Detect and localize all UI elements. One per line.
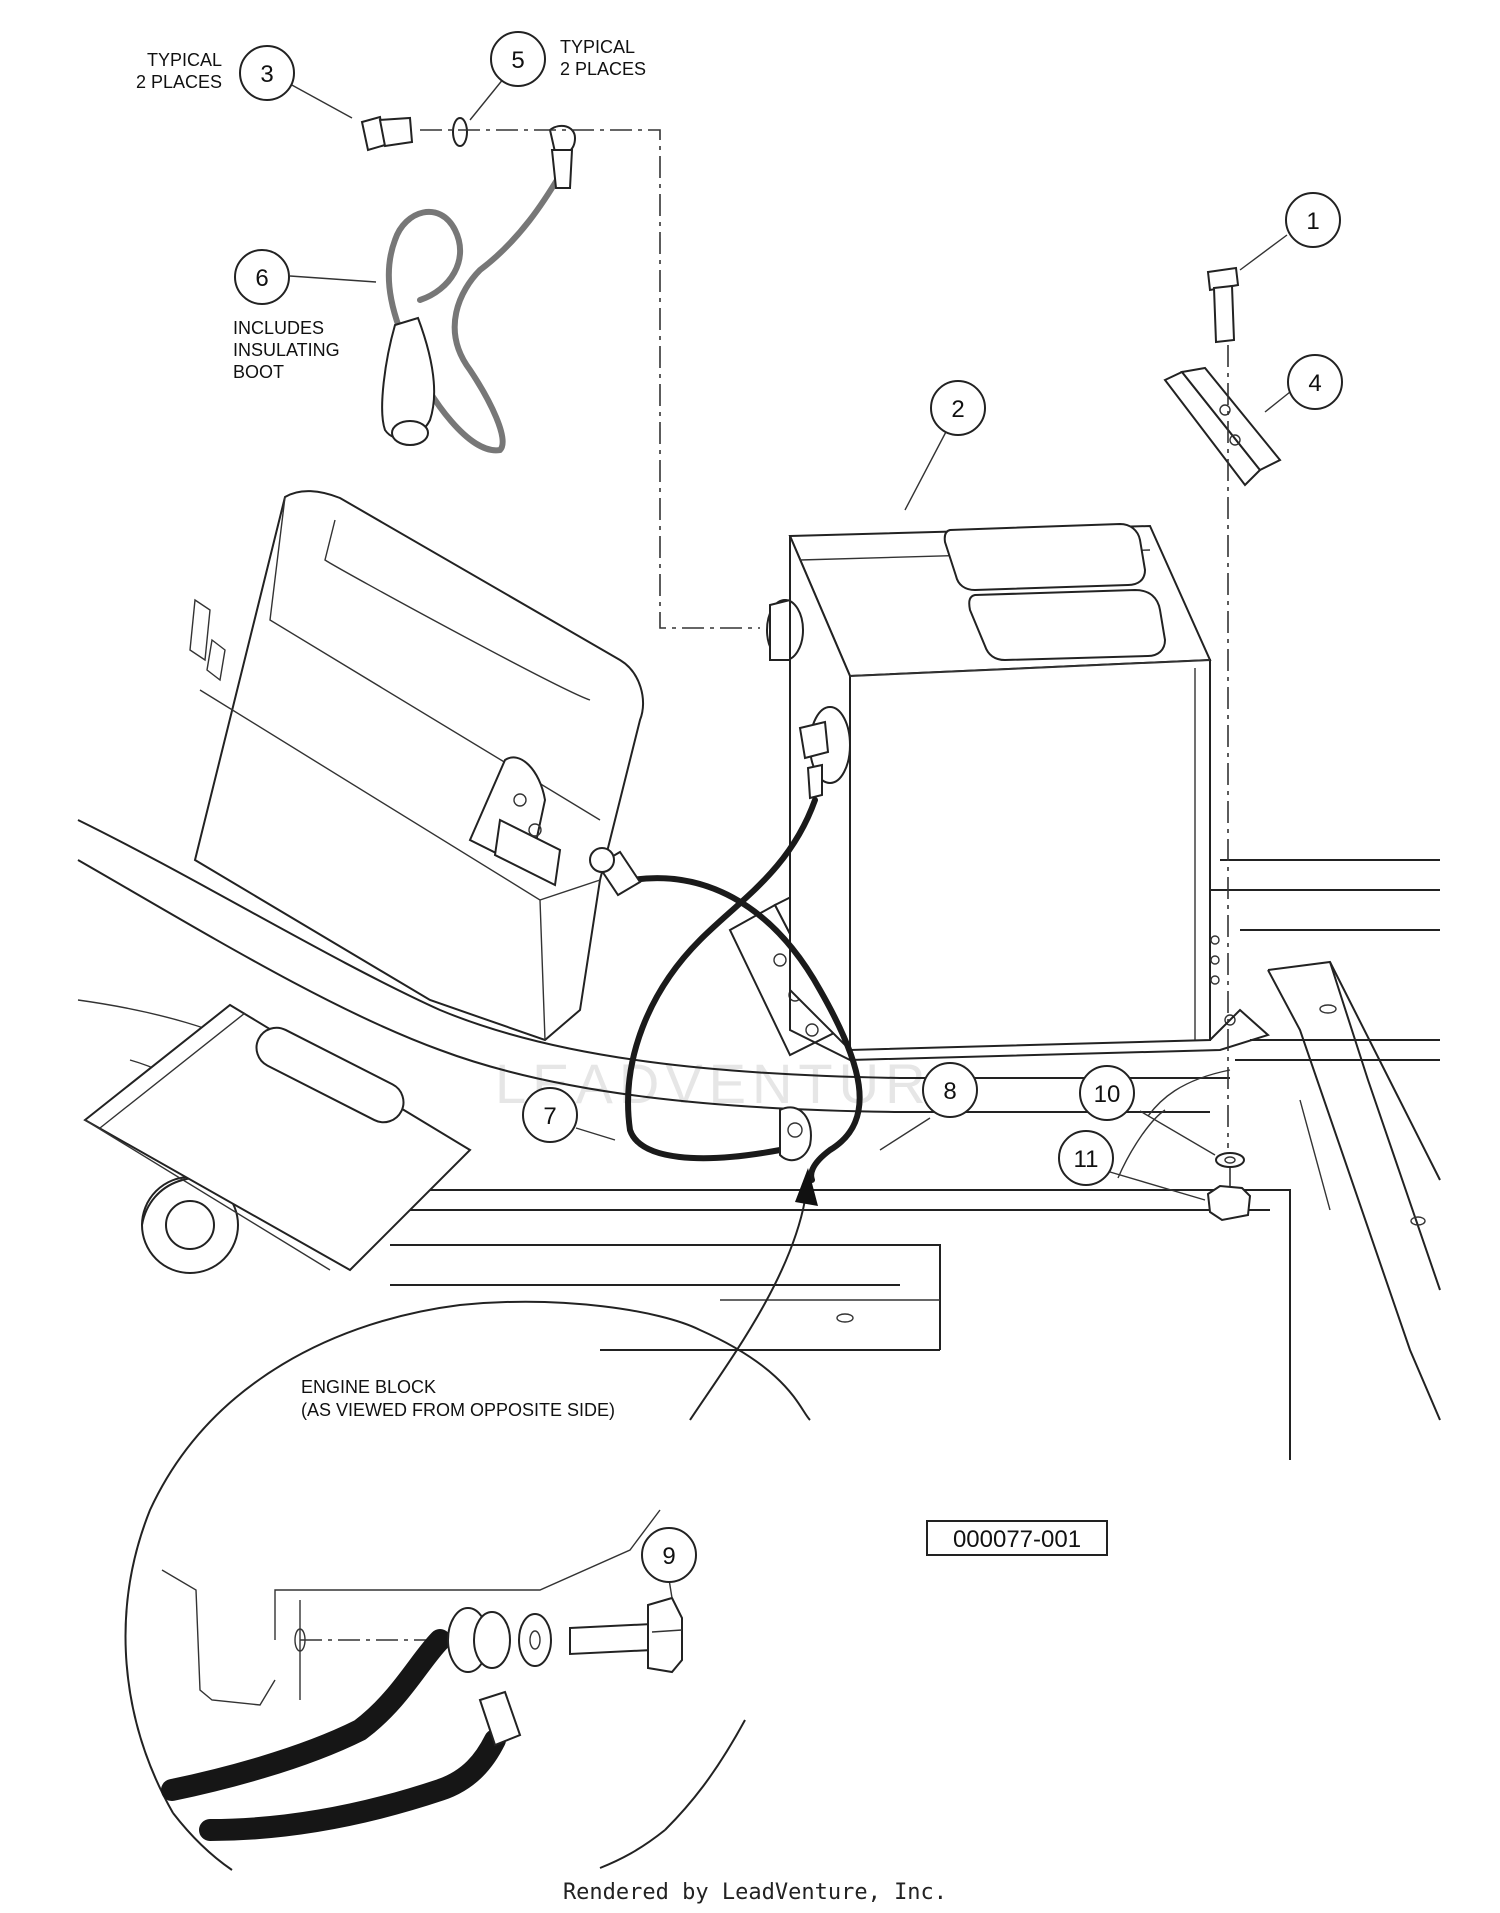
svg-text:TYPICAL: TYPICAL [560,37,635,57]
slotted-plate [83,1003,472,1272]
svg-text:(AS VIEWED FROM OPPOSITE SIDE): (AS VIEWED FROM OPPOSITE SIDE) [301,1400,615,1420]
svg-text:6: 6 [255,265,268,292]
callout-5: 5 [490,31,546,87]
callout-11: 11 [1058,1130,1114,1186]
detail-arrow [689,1168,818,1421]
callout-2: 2 [930,380,986,436]
callout-8: 8 [922,1062,978,1118]
footer-credit: Rendered by LeadVenture, Inc. [563,1880,947,1905]
nut-11 [1206,1184,1252,1222]
svg-text:ENGINE BLOCK: ENGINE BLOCK [301,1377,436,1397]
svg-text:10: 10 [1094,1081,1121,1108]
svg-text:INSULATING: INSULATING [233,340,340,360]
bolt-1 [1206,266,1240,344]
svg-text:2: 2 [951,396,964,423]
svg-text:2 PLACES: 2 PLACES [560,59,646,79]
svg-text:11: 11 [1074,1146,1099,1173]
callout-9: 9 [641,1527,697,1583]
callout-3: 3 [239,45,295,101]
callout-7: 7 [522,1087,578,1143]
washer-5 [452,117,468,147]
svg-text:1: 1 [1306,208,1319,235]
note-typical-left: TYPICAL 2 PLACES [136,50,222,92]
callout-1: 1 [1285,192,1341,248]
svg-text:2 PLACES: 2 PLACES [136,72,222,92]
note-insulating-boot: INCLUDES INSULATING BOOT [233,318,340,382]
leader-lines [289,77,1291,1201]
svg-text:3: 3 [260,61,273,88]
engine-block-detail [124,1300,811,1871]
svg-text:000077-001: 000077-001 [953,1526,1081,1553]
battery [766,522,1270,1062]
bolt-3 [360,115,414,152]
hold-down-plate-4 [1163,366,1282,487]
note-engine-block: ENGINE BLOCK (AS VIEWED FROM OPPOSITE SI… [301,1377,615,1420]
svg-text:INCLUDES: INCLUDES [233,318,324,338]
svg-text:4: 4 [1308,370,1321,397]
svg-text:BOOT: BOOT [233,362,284,382]
svg-text:5: 5 [511,47,524,74]
washer-10 [1215,1152,1245,1168]
svg-text:8: 8 [943,1078,956,1105]
callout-6: 6 [234,249,290,305]
tray-box [189,490,645,1042]
ground-cables [589,797,863,1183]
svg-text:7: 7 [543,1103,556,1130]
assembly-lines [420,129,1231,1186]
svg-text:TYPICAL: TYPICAL [147,50,222,70]
callout-4: 4 [1287,354,1343,410]
note-typical-right: TYPICAL 2 PLACES [560,37,646,79]
svg-text:9: 9 [662,1543,675,1570]
figure-id: 000077-001 [926,1520,1108,1556]
chassis-frame [77,819,1441,1460]
callout-10: 10 [1079,1065,1135,1121]
cable-6 [381,124,577,454]
